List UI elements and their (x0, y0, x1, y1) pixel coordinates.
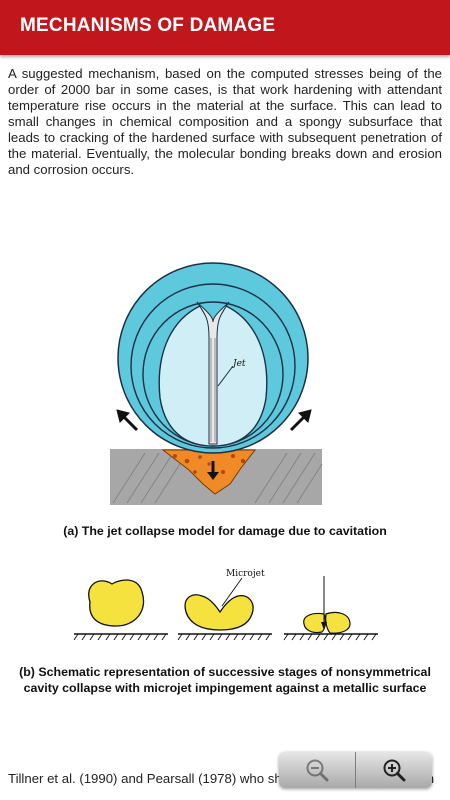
side-arrows (116, 409, 312, 432)
figure-a-caption: (a) The jet collapse model for damage du… (63, 524, 387, 538)
figure-b-caption: (b) Schematic representation of successi… (19, 665, 431, 695)
zoom-divider (355, 752, 356, 788)
jet-pointer (217, 365, 234, 387)
left-arrow-icon (116, 409, 130, 423)
app-header: MECHANISMS OF DAMAGE (0, 0, 450, 55)
zoom-out-button[interactable] (279, 752, 355, 788)
right-arrow-icon (298, 409, 312, 423)
jet-shading (210, 338, 216, 442)
microjet-pointer (221, 577, 243, 607)
bubble-stage-3-right (325, 611, 351, 634)
microjet-stages-figure: Microjet (73, 569, 378, 641)
bubble-stage-1 (88, 579, 145, 627)
microjet-label: Microjet (226, 569, 265, 579)
bubble-stage-2 (184, 594, 254, 631)
jet-collapse-figure: Jet (105, 258, 345, 508)
zoom-in-icon (383, 759, 406, 782)
page-title: MECHANISMS OF DAMAGE (20, 15, 276, 36)
body-paragraph: A suggested mechanism, based on the comp… (8, 66, 442, 177)
zoom-controls (279, 752, 432, 788)
jet-column (196, 301, 230, 445)
zoom-in-button[interactable] (356, 752, 432, 788)
pit-particles (173, 454, 246, 474)
jet-label: Jet (231, 359, 246, 369)
microjet-arrow-icon (321, 622, 327, 630)
down-arrow-icon (207, 461, 219, 480)
zoom-out-icon (306, 759, 329, 782)
ground-hatching (73, 633, 377, 641)
bubble-ring-1 (130, 283, 296, 449)
